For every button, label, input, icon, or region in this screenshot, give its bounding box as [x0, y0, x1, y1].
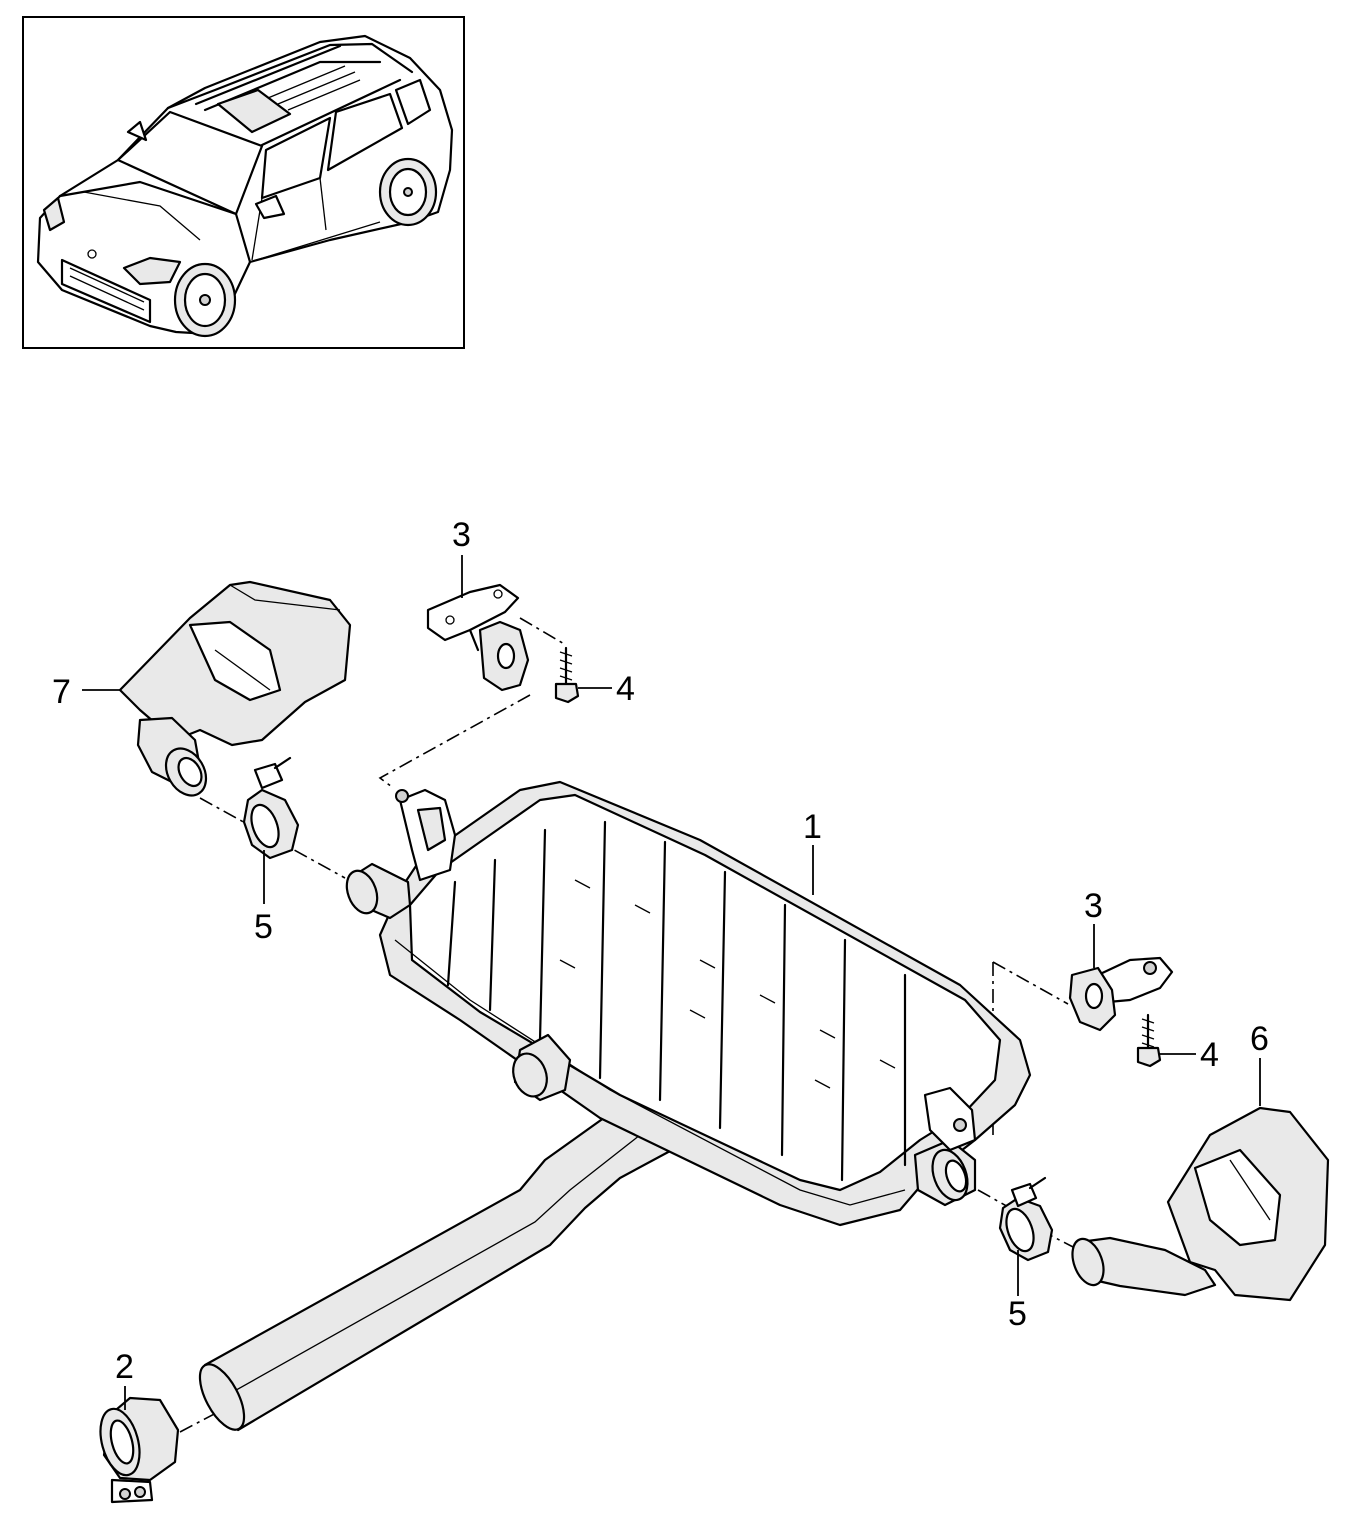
rear-muffler: [198, 780, 1032, 1432]
callout-3-right: 3: [1084, 887, 1103, 925]
callout-5-right: 5: [1008, 1295, 1027, 1333]
vehicle-overview-inset: [22, 16, 465, 349]
muffler-hanger-bracket-right: [1068, 956, 1174, 1032]
right-tailpipe-tip: [1071, 1106, 1330, 1302]
tailpipe-clamp-left: [242, 756, 300, 860]
callout-4-right: 4: [1200, 1036, 1219, 1074]
bracket-screw-left: [554, 646, 580, 704]
callout-2: 2: [115, 1348, 134, 1386]
callout-leaders: [82, 555, 1261, 1410]
callout-4-left: 4: [616, 670, 635, 708]
pipe-clamp: [99, 1396, 180, 1504]
muffler-hanger-bracket-left: [426, 583, 530, 692]
tailpipe-clamp-right: [998, 1176, 1054, 1262]
callout-3-left: 3: [452, 516, 471, 554]
callout-labels: 1 2 3 3 4 4 5 5 6 7: [52, 516, 1269, 1386]
callout-6: 6: [1250, 1020, 1269, 1058]
callout-5-left: 5: [254, 908, 273, 946]
suv-illustration: [36, 34, 454, 338]
callout-7: 7: [52, 673, 71, 711]
bracket-screw-right: [1136, 1013, 1162, 1068]
left-tailpipe-tip: [118, 580, 352, 797]
callout-1: 1: [803, 808, 822, 846]
